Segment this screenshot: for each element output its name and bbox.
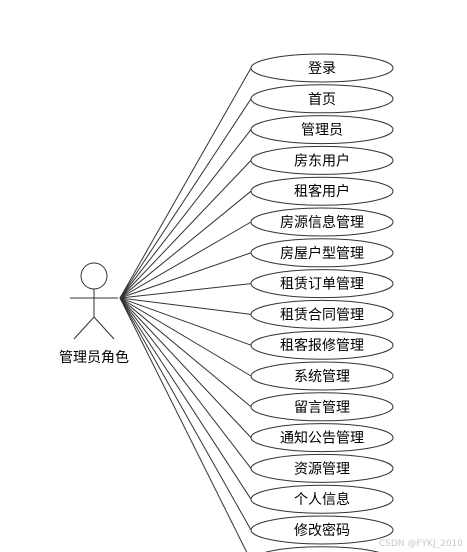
use-case: 房屋户型管理	[250, 238, 394, 268]
use-case-label: 通知公告管理	[280, 430, 364, 447]
use-case-ellipse	[250, 53, 394, 83]
association-line	[119, 98, 252, 299]
use-case-label: 租赁合同管理	[280, 307, 364, 323]
association-line	[119, 221, 252, 299]
use-case-ellipse	[250, 115, 394, 145]
use-case-ellipse	[250, 145, 394, 175]
association-lines	[119, 67, 252, 552]
use-case: 通知公告管理	[250, 423, 394, 453]
association-line	[119, 283, 252, 299]
use-case: 首页	[250, 84, 394, 114]
use-case-ellipse	[250, 423, 394, 453]
use-case-label: 资源管理	[294, 461, 350, 477]
actor-figure: 管理员角色	[59, 262, 129, 366]
use-case: 租赁订单管理	[250, 269, 394, 299]
use-case-ellipse	[250, 238, 394, 268]
use-case-ellipse	[250, 207, 394, 237]
association-line	[119, 297, 252, 500]
actor-label: 管理员角色	[59, 349, 129, 366]
use-case-list: 登录首页管理员房东用户租客用户房源信息管理房屋户型管理租赁订单管理租赁合同管理租…	[250, 53, 394, 552]
use-case-ellipse	[264, 546, 380, 552]
use-case-label: 首页	[308, 92, 336, 108]
use-case: 租客报修管理	[250, 330, 394, 360]
use-case-ellipse	[250, 484, 394, 514]
association-line	[119, 297, 252, 438]
association-line	[119, 252, 252, 299]
use-case-ellipse	[250, 330, 394, 360]
use-case-label: 留言管理	[294, 400, 350, 416]
use-case-label: 修改密码	[294, 522, 350, 539]
use-case: 系统管理	[250, 361, 394, 391]
use-case-label: 登录	[308, 61, 336, 77]
use-case: 个人信息	[250, 484, 394, 514]
association-line	[119, 297, 248, 552]
association-line	[119, 160, 252, 299]
use-case-label: 房东用户	[294, 152, 350, 169]
use-case: 退出	[264, 546, 380, 552]
use-case-label: 租客报修管理	[280, 337, 364, 354]
association-line	[119, 297, 252, 408]
use-case-ellipse	[250, 453, 394, 483]
use-case-ellipse	[250, 84, 394, 114]
use-case-label: 租客用户	[294, 183, 350, 200]
use-case-ellipse	[250, 176, 394, 206]
use-case-ellipse	[250, 515, 394, 545]
use-case-label: 房源信息管理	[280, 214, 364, 231]
use-case-ellipse	[250, 299, 394, 329]
use-case-label: 租赁订单管理	[280, 277, 364, 293]
use-case-label: 系统管理	[294, 369, 350, 385]
use-case: 资源管理	[250, 453, 394, 483]
use-case: 留言管理	[250, 392, 394, 422]
association-line	[119, 297, 252, 469]
association-line	[119, 129, 252, 299]
use-case: 租赁合同管理	[250, 299, 394, 329]
use-case: 管理员	[250, 115, 394, 145]
use-case: 租客用户	[250, 176, 394, 206]
association-line	[119, 297, 252, 315]
actor-leg-right	[93, 316, 115, 340]
association-line	[119, 297, 252, 377]
use-case: 房东用户	[250, 145, 394, 175]
actor-head	[80, 262, 108, 290]
watermark: CSDN @FYKJ_2010	[378, 539, 463, 549]
use-case-label: 个人信息	[294, 491, 350, 508]
use-case-label: 房屋户型管理	[280, 245, 364, 262]
association-line	[119, 190, 252, 299]
association-line	[119, 297, 252, 346]
association-line	[119, 67, 252, 299]
actor-leg-left	[73, 316, 95, 340]
use-case-ellipse	[250, 361, 394, 391]
use-case: 修改密码	[250, 515, 394, 545]
use-case-label: 管理员	[301, 123, 343, 139]
use-case-ellipse	[250, 392, 394, 422]
use-case: 登录	[250, 53, 394, 83]
use-case: 房源信息管理	[250, 207, 394, 237]
association-line	[119, 297, 252, 531]
use-case-ellipse	[250, 269, 394, 299]
